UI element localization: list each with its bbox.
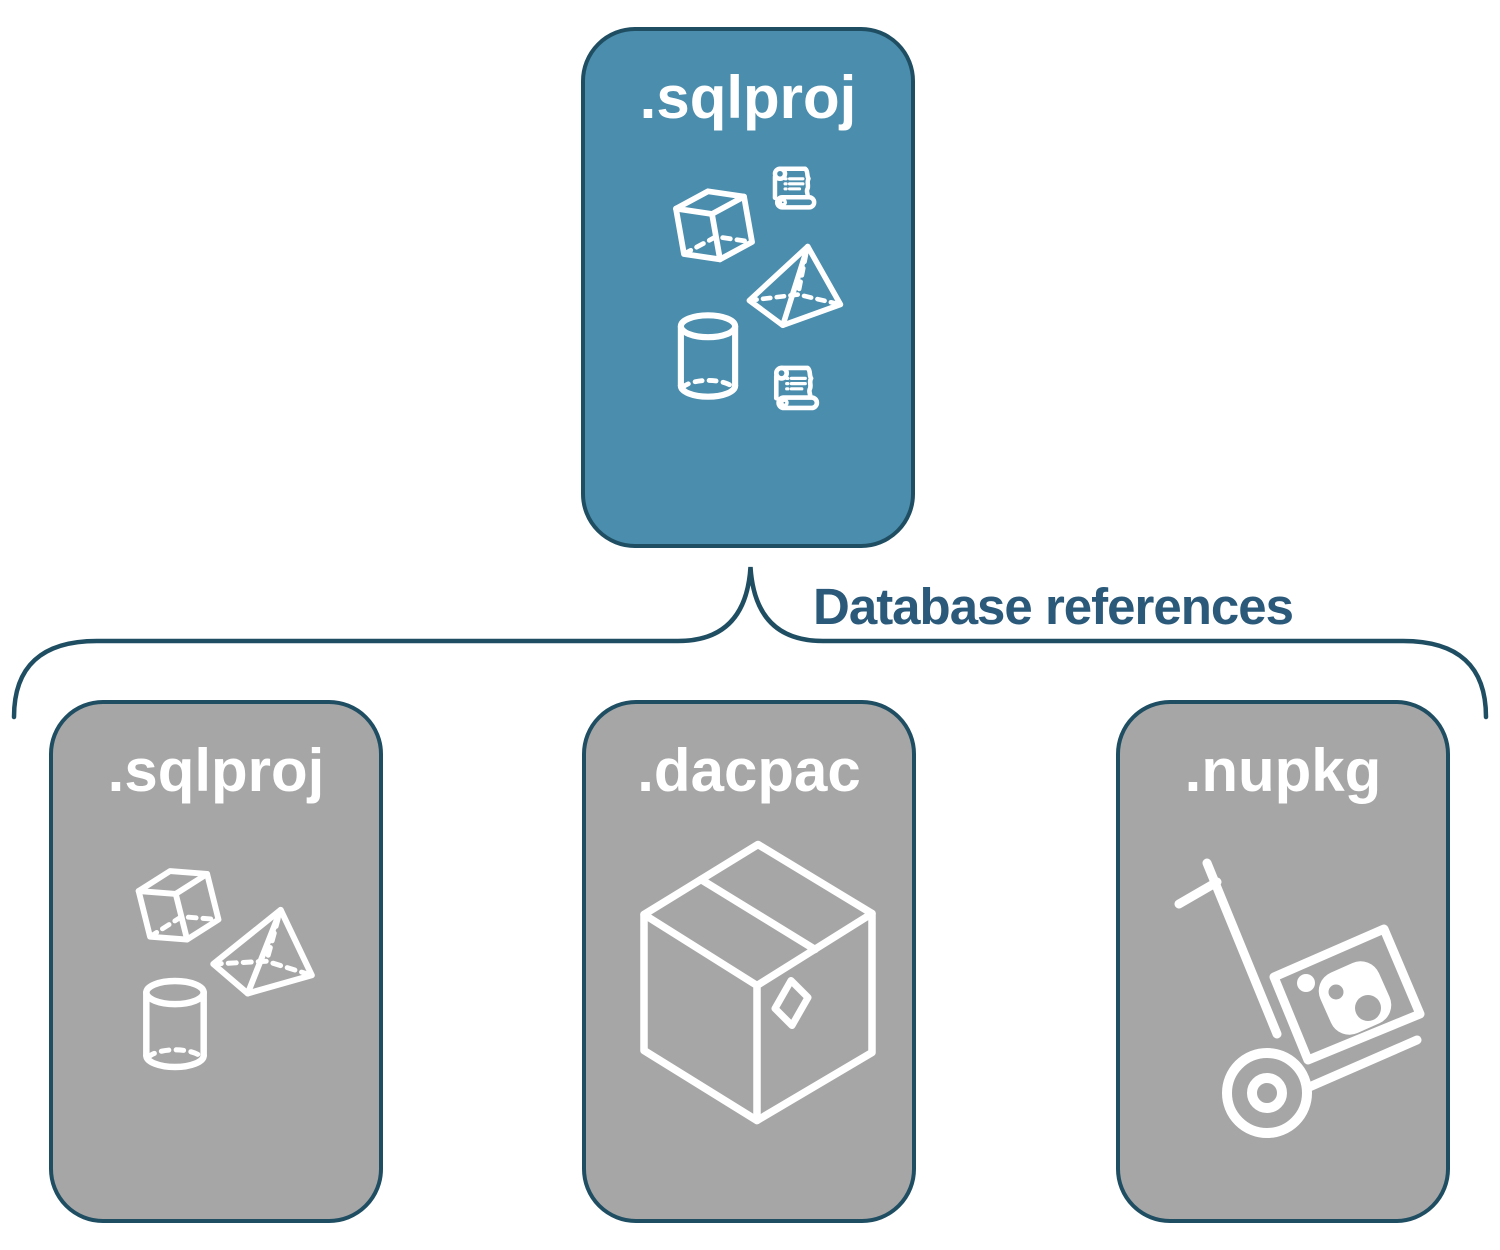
scroll-icon bbox=[766, 162, 822, 218]
node-label: .sqlproj bbox=[639, 64, 857, 131]
node-label: .dacpac bbox=[637, 737, 861, 804]
cylinder-icon bbox=[673, 311, 743, 401]
pyramid-icon bbox=[203, 893, 329, 1013]
scroll-icon bbox=[767, 361, 825, 419]
node-root-sqlproj: .sqlproj bbox=[581, 27, 915, 548]
cube-icon bbox=[121, 852, 240, 971]
cylinder-icon bbox=[138, 976, 212, 1072]
pyramid-icon bbox=[738, 236, 855, 339]
hand-truck-icon bbox=[1164, 856, 1446, 1152]
node-child-sqlproj: .sqlproj bbox=[49, 700, 383, 1223]
node-label: .nupkg bbox=[1184, 737, 1382, 804]
cube-icon bbox=[659, 175, 770, 286]
node-label: .sqlproj bbox=[107, 737, 325, 804]
connector-label: Database references bbox=[813, 578, 1294, 635]
node-child-dacpac: .dacpac bbox=[582, 700, 916, 1223]
node-child-nupkg: .nupkg bbox=[1116, 700, 1450, 1223]
package-box-icon bbox=[638, 840, 878, 1126]
